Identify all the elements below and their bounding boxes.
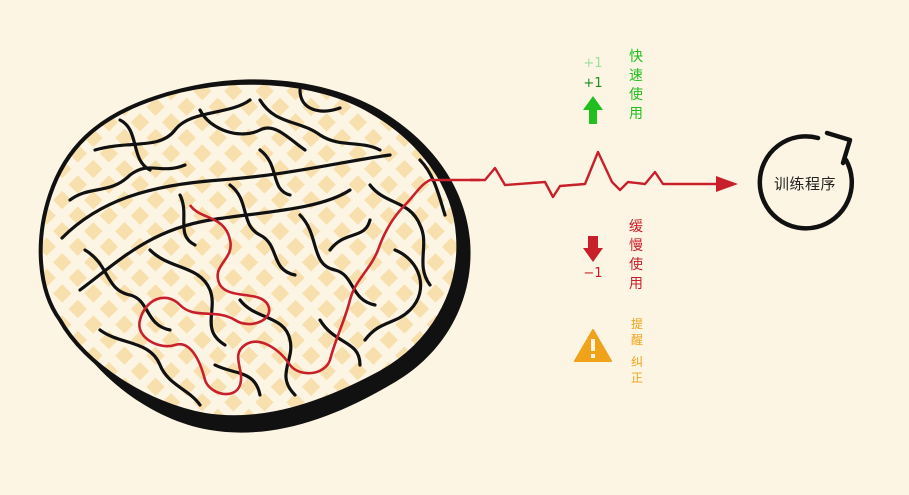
fast-count: +1 [583, 76, 603, 91]
arrow-down-icon [583, 236, 603, 262]
correct-label: 纠正 [630, 355, 643, 385]
arrow-up-icon [583, 96, 603, 124]
signal-line [470, 150, 722, 199]
brain-illustration [38, 79, 738, 433]
remind-label: 提醒 [630, 317, 643, 347]
training-program-label: 训练程序 [773, 175, 836, 193]
neural-pathway [138, 178, 480, 396]
brain-folds [60, 88, 447, 407]
warning-icon [574, 329, 612, 362]
refresh-cycle-icon [757, 130, 855, 231]
fast-use-label: 快速使用 [629, 49, 643, 122]
slow-use-label: 缓慢使用 [629, 219, 643, 292]
signal-arrowhead [716, 176, 738, 192]
fast-ghost-count: +1 [583, 56, 603, 71]
slow-count: −1 [583, 266, 603, 281]
